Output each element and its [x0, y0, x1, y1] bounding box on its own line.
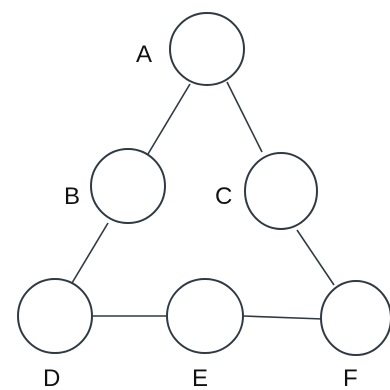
edge-c-f — [296, 229, 335, 286]
node-label-a: A — [136, 41, 152, 68]
node-c — [244, 152, 318, 230]
edge-e-f — [242, 315, 324, 320]
node-b — [90, 148, 166, 224]
node-f — [320, 280, 390, 356]
edge-a-c — [226, 81, 263, 153]
node-d — [17, 278, 93, 354]
node-e — [166, 278, 244, 354]
node-label-e: E — [192, 365, 208, 390]
node-a — [169, 12, 245, 86]
node-label-d: D — [43, 365, 60, 390]
node-label-f: F — [343, 365, 358, 390]
edge-b-d — [71, 222, 109, 284]
node-label-c: C — [215, 183, 232, 210]
node-label-b: B — [64, 183, 80, 210]
edge-a-b — [147, 83, 191, 155]
